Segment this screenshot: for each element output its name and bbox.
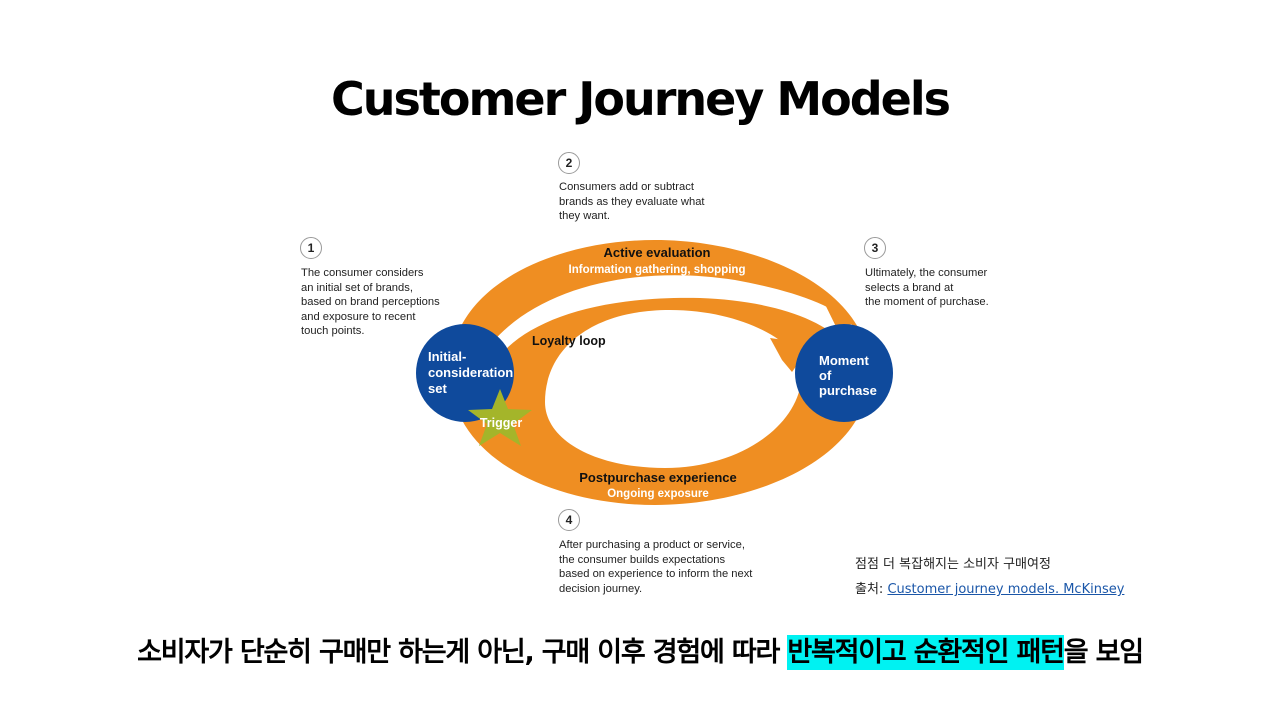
moment-line3: purchase	[819, 383, 877, 398]
postpurchase-sub: Ongoing exposure	[607, 488, 709, 500]
caption-line: 점점 더 복잡해지는 소비자 구매여정	[855, 557, 1051, 572]
step-1-number: 1	[300, 237, 322, 259]
step-2-text: Consumers add or subtract brands as they…	[559, 181, 705, 223]
source-prefix: 출처:	[855, 582, 888, 597]
active-eval-sub: Information gathering, shopping	[569, 264, 746, 276]
step-2-number: 2	[558, 152, 580, 174]
summary-statement: 소비자가 단순히 구매만 하는게 아닌, 구매 이후 경험에 따라 반복적이고 …	[0, 630, 1280, 670]
summary-before: 소비자가 단순히 구매만 하는게 아닌, 구매 이후 경험에 따라	[137, 637, 788, 668]
initial-line3: set	[428, 381, 447, 396]
moment-of-purchase-circle	[795, 324, 893, 422]
step-1-text: The consumer considers an initial set of…	[301, 267, 440, 338]
step-3-text: Ultimately, the consumer selects a brand…	[865, 267, 989, 309]
initial-line1: Initial-	[428, 349, 466, 364]
trigger-label: Trigger	[480, 416, 523, 430]
initial-consideration-circle	[416, 324, 514, 422]
caption-source: 출처: Customer journey models. McKinsey	[855, 578, 1124, 597]
moment-line2: of	[819, 368, 832, 383]
step-4-text: After purchasing a product or service, t…	[559, 539, 753, 595]
source-link[interactable]: Customer journey models. McKinsey	[887, 582, 1125, 597]
page-title: Customer Journey Models	[330, 72, 951, 126]
summary-after: 을 보임	[1063, 637, 1144, 668]
loyalty-gap	[490, 275, 852, 350]
summary-highlight: 반복적이고 순환적인 패턴	[787, 635, 1065, 670]
step-3-number: 3	[864, 237, 886, 259]
trigger-star	[468, 389, 532, 446]
moment-line1: Moment	[819, 353, 870, 368]
loyalty-loop-label: Loyalty loop	[532, 334, 606, 348]
initial-line2: consideration	[428, 365, 513, 380]
step-4-number: 4	[558, 509, 580, 531]
loyalty-arrowhead	[770, 338, 812, 372]
active-eval-label: Active evaluation	[604, 245, 711, 260]
postpurchase-label: Postpurchase experience	[579, 470, 737, 485]
